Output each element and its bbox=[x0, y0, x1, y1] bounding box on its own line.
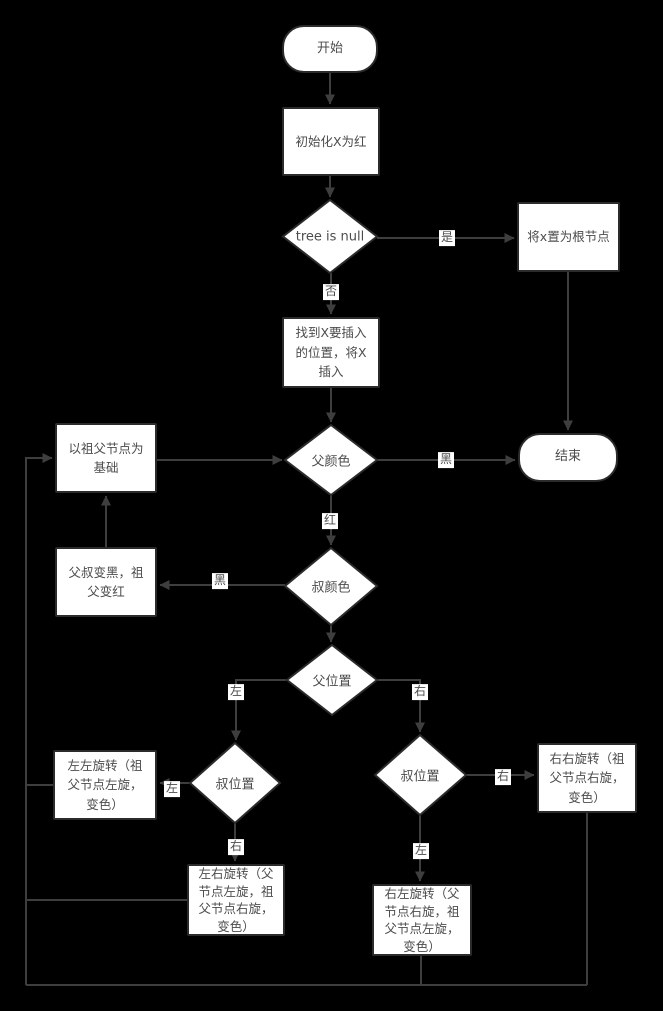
node-init-x-red: 初始化X为红 bbox=[282, 107, 380, 176]
node-uncle-color-label: 叔颜色 bbox=[311, 580, 351, 596]
edge-label-parent-red: 红 bbox=[321, 513, 339, 529]
decision-tree-is-null-shape bbox=[281, 198, 379, 275]
node-grandparent-base: 以祖父节点为基础 bbox=[55, 423, 157, 493]
node-rotate-ll: 左左旋转（祖父节点左旋，变色） bbox=[53, 750, 157, 820]
node-find-insert-pos: 找到X要插入的位置，将X插入 bbox=[282, 317, 380, 388]
edge-parentpos-right bbox=[377, 679, 425, 733]
edge-label-uncle-black: 黑 bbox=[211, 573, 229, 589]
node-uncle-position-left-label: 叔位置 bbox=[215, 777, 255, 793]
node-rotate-ll-label: 左左旋转（祖父节点左旋，变色） bbox=[67, 757, 143, 812]
node-start: 开始 bbox=[282, 25, 378, 73]
node-uncle-position-right-label: 叔位置 bbox=[400, 769, 440, 785]
edge-label-no: 否 bbox=[322, 284, 340, 300]
node-end-label: 结束 bbox=[554, 449, 581, 465]
decision-parent-position-shape bbox=[285, 643, 379, 717]
edge-label-parent-right: 右 bbox=[411, 684, 429, 700]
node-parent-uncle-recolor: 父叔变黑，祖父变红 bbox=[55, 547, 157, 617]
node-rotate-rl-label: 右左旋转（父节点右旋，祖父节点左旋，变色） bbox=[384, 886, 460, 954]
node-rotate-rr: 右右旋转（祖父节点右旋，变色） bbox=[537, 743, 637, 813]
node-start-label: 开始 bbox=[316, 40, 343, 56]
loop-left-to-grandparent bbox=[25, 453, 53, 985]
edge-label-parent-black: 黑 bbox=[437, 452, 455, 468]
node-parent-uncle-recolor-label: 父叔变黑，祖父变红 bbox=[68, 564, 144, 599]
node-tree-is-null-label: tree is null bbox=[295, 229, 365, 245]
edge-label-uncle-left-left: 左 bbox=[163, 781, 181, 797]
node-rotate-rr-label: 右右旋转（祖父节点右旋，变色） bbox=[549, 750, 625, 805]
node-find-insert-pos-label: 找到X要插入的位置，将X插入 bbox=[295, 325, 367, 380]
edge-label-uncle-left-right: 右 bbox=[227, 839, 245, 855]
edge-label-yes: 是 bbox=[438, 230, 456, 246]
decision-parent-color-shape bbox=[283, 423, 379, 497]
decision-uncle-position-right-shape bbox=[373, 733, 468, 817]
node-set-x-root-label: 将x置为根节点 bbox=[527, 229, 610, 245]
node-parent-color-label: 父颜色 bbox=[311, 454, 351, 470]
edge-label-uncle-right-left: 左 bbox=[412, 843, 430, 859]
node-rotate-lr: 左右旋转（父节点左旋，祖父节点右旋，变色） bbox=[187, 864, 285, 936]
decision-uncle-position-left-shape bbox=[188, 741, 282, 825]
edge-label-uncle-right-right: 右 bbox=[494, 769, 512, 785]
node-rotate-lr-label: 左右旋转（父节点左旋，祖父节点右旋，变色） bbox=[198, 866, 274, 934]
node-init-x-red-label: 初始化X为红 bbox=[295, 133, 367, 149]
node-end: 结束 bbox=[518, 433, 618, 482]
node-rotate-rl: 右左旋转（父节点右旋，祖父节点左旋，变色） bbox=[372, 884, 472, 956]
edge-label-parent-left: 左 bbox=[227, 684, 245, 700]
decision-uncle-color-shape bbox=[283, 546, 379, 627]
node-parent-position-label: 父位置 bbox=[312, 674, 352, 690]
node-set-x-root: 将x置为根节点 bbox=[517, 202, 620, 272]
edge-parentpos-left bbox=[231, 679, 287, 741]
node-grandparent-base-label: 以祖父节点为基础 bbox=[68, 440, 144, 475]
